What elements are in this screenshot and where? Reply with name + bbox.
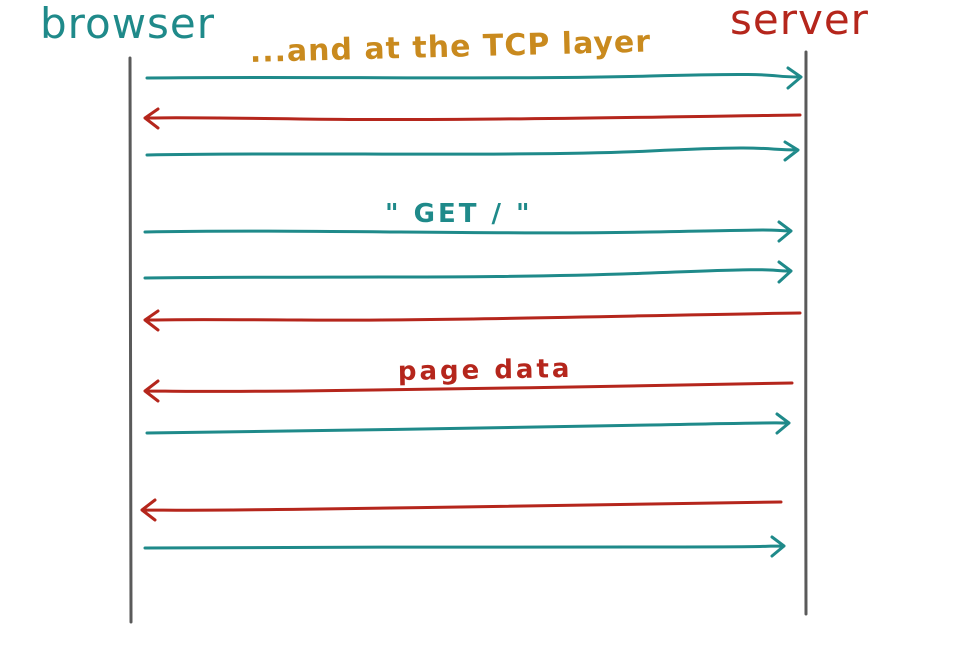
tcp-layer-annotation: ...and at the TCP layer xyxy=(249,25,651,70)
message-arrow-6 xyxy=(143,309,802,332)
message-arrow-4 xyxy=(143,220,793,243)
message-arrow-7 xyxy=(143,379,794,403)
browser-lifeline xyxy=(128,56,133,624)
message-arrow-1 xyxy=(145,66,803,90)
message-arrow-2 xyxy=(143,107,802,130)
server-label: server xyxy=(730,0,869,44)
get-request-annotation: " GET / " xyxy=(385,199,533,229)
message-arrow-10 xyxy=(143,535,786,558)
message-arrow-9 xyxy=(140,498,783,522)
server-lifeline xyxy=(804,50,808,616)
message-arrow-3 xyxy=(145,140,800,162)
message-arrow-5 xyxy=(143,260,793,284)
page-data-annotation: page data xyxy=(398,354,573,387)
message-arrow-8 xyxy=(145,412,791,435)
browser-label: browser xyxy=(40,0,215,48)
